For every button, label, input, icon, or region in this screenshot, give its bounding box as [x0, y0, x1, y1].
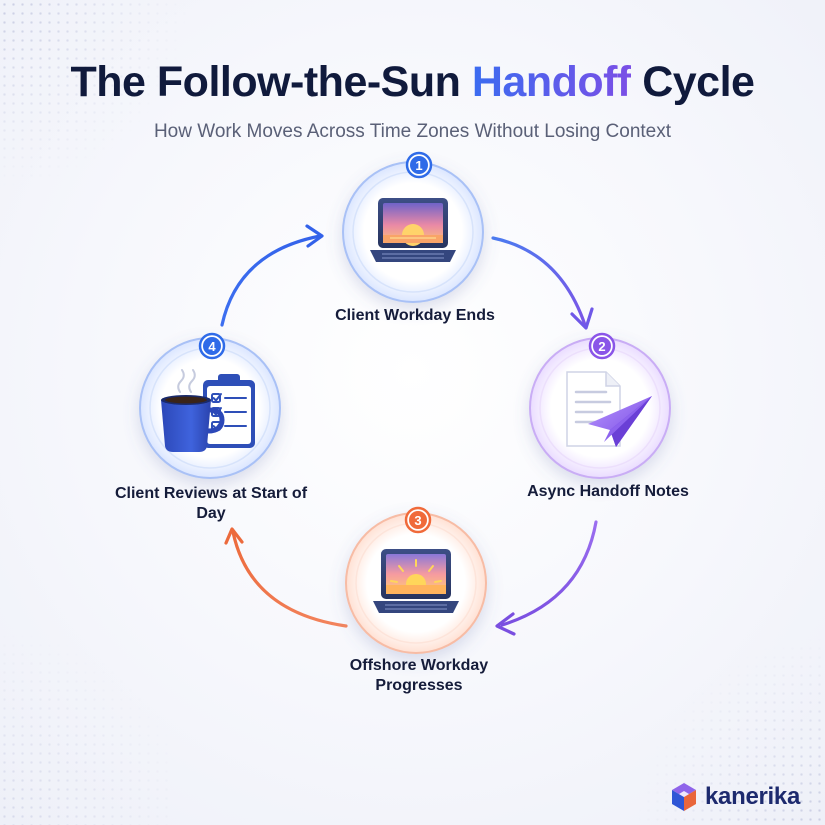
title-accent: Handoff	[471, 58, 631, 106]
laptop-sunrise-icon	[373, 549, 459, 613]
step-2-node: 2	[529, 332, 671, 479]
arrowhead-4-to-1	[305, 224, 324, 248]
step-4-number: 4	[208, 339, 216, 354]
arrow-1-to-2	[491, 236, 587, 327]
coffee-checklist-icon	[161, 369, 255, 452]
arrow-2-to-3	[500, 520, 598, 627]
step-3-node: 3	[345, 506, 487, 654]
page-subtitle: How Work Moves Across Time Zones Without…	[153, 121, 672, 142]
brand-logo: kanerika	[670, 782, 800, 812]
title-part-2: Cycle	[630, 58, 755, 106]
step-1-node: 1	[342, 151, 484, 303]
step-3-number: 3	[414, 513, 421, 528]
document-paper-plane-icon	[566, 371, 652, 447]
step-4-label: Client Reviews at Start of Day	[114, 485, 308, 522]
step-2-label: Async Handoff Notes	[527, 483, 689, 500]
title-part-1: The Follow-the-Sun	[70, 58, 472, 106]
page-title: The Follow-the-Sun Handoff Cycle	[0, 58, 825, 107]
step-4-node: 4	[139, 332, 281, 479]
step-1-label: Client Workday Ends	[335, 307, 495, 324]
arrow-3-to-4	[231, 530, 348, 628]
arrowhead-2-to-3	[495, 612, 516, 636]
step-1-number: 1	[415, 158, 422, 173]
arrowhead-1-to-2	[570, 307, 594, 330]
arrowhead-3-to-4	[224, 527, 244, 545]
laptop-sunset-icon	[370, 198, 456, 262]
kanerika-cube-logo-icon	[672, 783, 696, 811]
arrow-4-to-1	[220, 234, 322, 327]
brand-name: kanerika	[705, 783, 801, 810]
step-2-number: 2	[598, 339, 605, 354]
step-3-label: Offshore Workday Progresses	[349, 657, 489, 694]
